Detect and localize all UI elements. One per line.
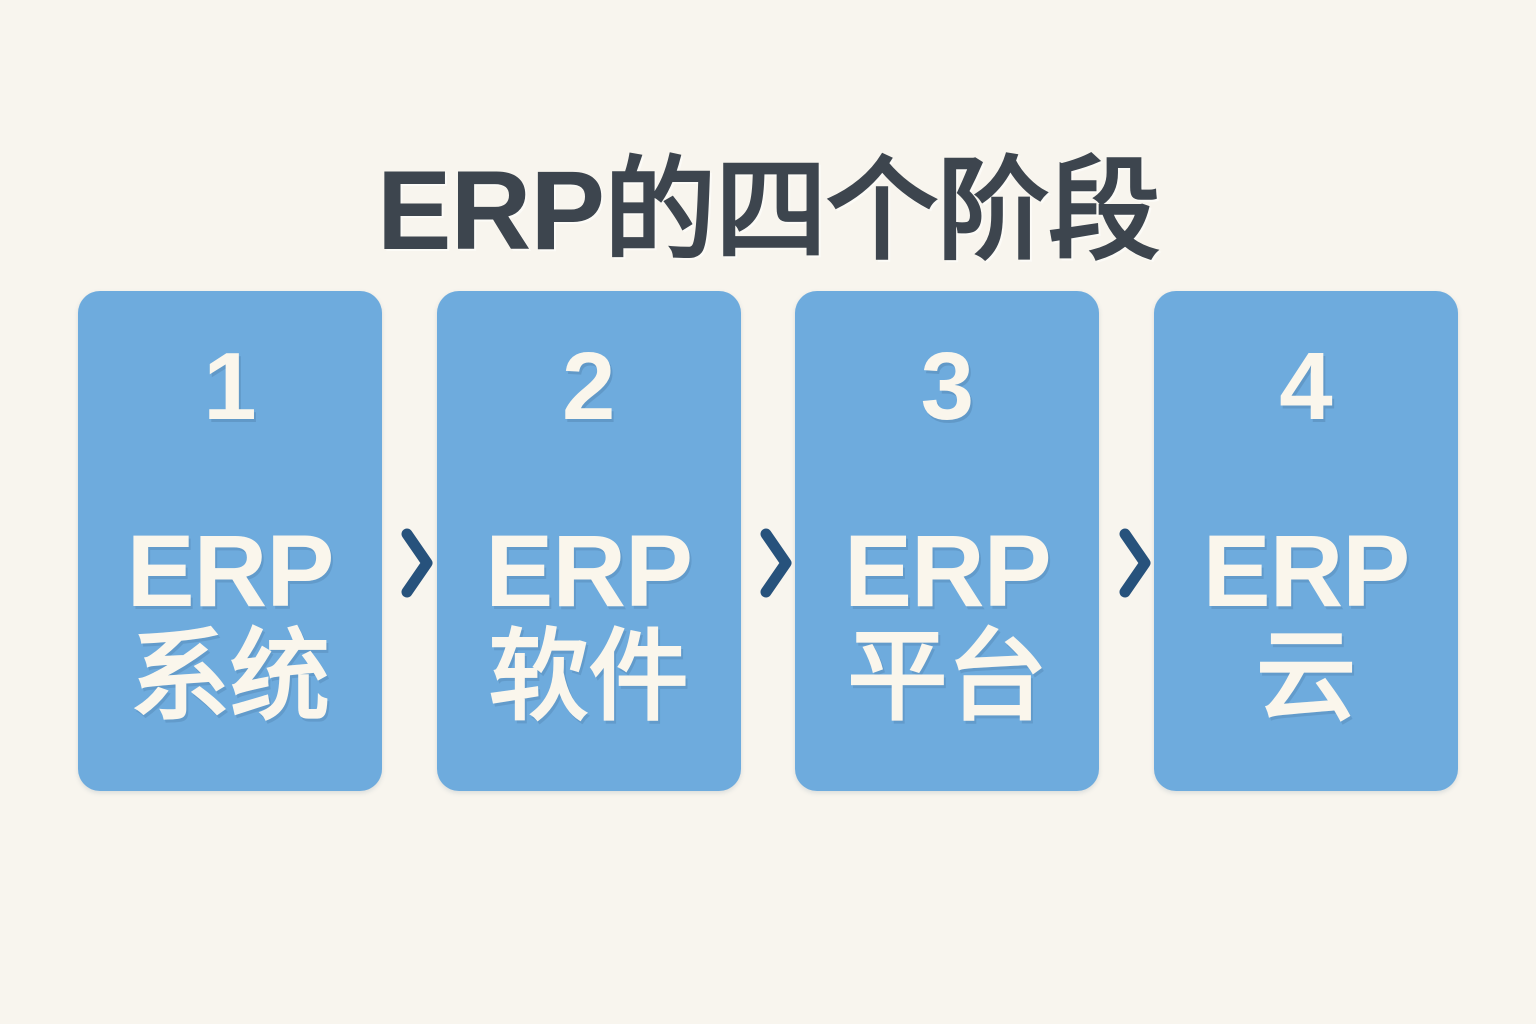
stage-acronym: ERP <box>126 514 335 628</box>
stage-label-group: ERP 软件 <box>437 519 741 731</box>
stage-acronym: ERP <box>843 514 1052 628</box>
stage-acronym: ERP <box>1202 514 1411 628</box>
stage-term: 系统 <box>130 621 330 734</box>
stage-label-group: ERP 系统 <box>78 519 382 731</box>
stage-card-1[interactable]: 1 ERP 系统 <box>78 291 382 791</box>
stage-number: 4 <box>1279 333 1333 440</box>
stage-card-2[interactable]: 2 ERP 软件 <box>436 291 741 791</box>
stage-number: 1 <box>203 333 257 440</box>
stage-acronym: ERP <box>485 514 693 628</box>
stage-term: 平台 <box>847 621 1048 734</box>
stage-card-3[interactable]: 3 ERP 平台 <box>795 291 1100 791</box>
stage-term: 云 <box>1255 621 1356 734</box>
stage-number: 3 <box>920 333 974 440</box>
stage-flow: 1 ERP 系统 2 ERP 软件 3 ERP 平台 4 <box>78 291 1458 791</box>
stage-term: 软件 <box>488 621 689 734</box>
page-title: ERP的四个阶段 <box>376 148 1160 274</box>
stage-label-group: ERP 平台 <box>795 519 1099 731</box>
stage-card-4[interactable]: 4 ERP 云 <box>1153 291 1458 791</box>
stage-label-group: ERP 云 <box>1154 519 1458 731</box>
stage-number: 2 <box>561 333 616 440</box>
